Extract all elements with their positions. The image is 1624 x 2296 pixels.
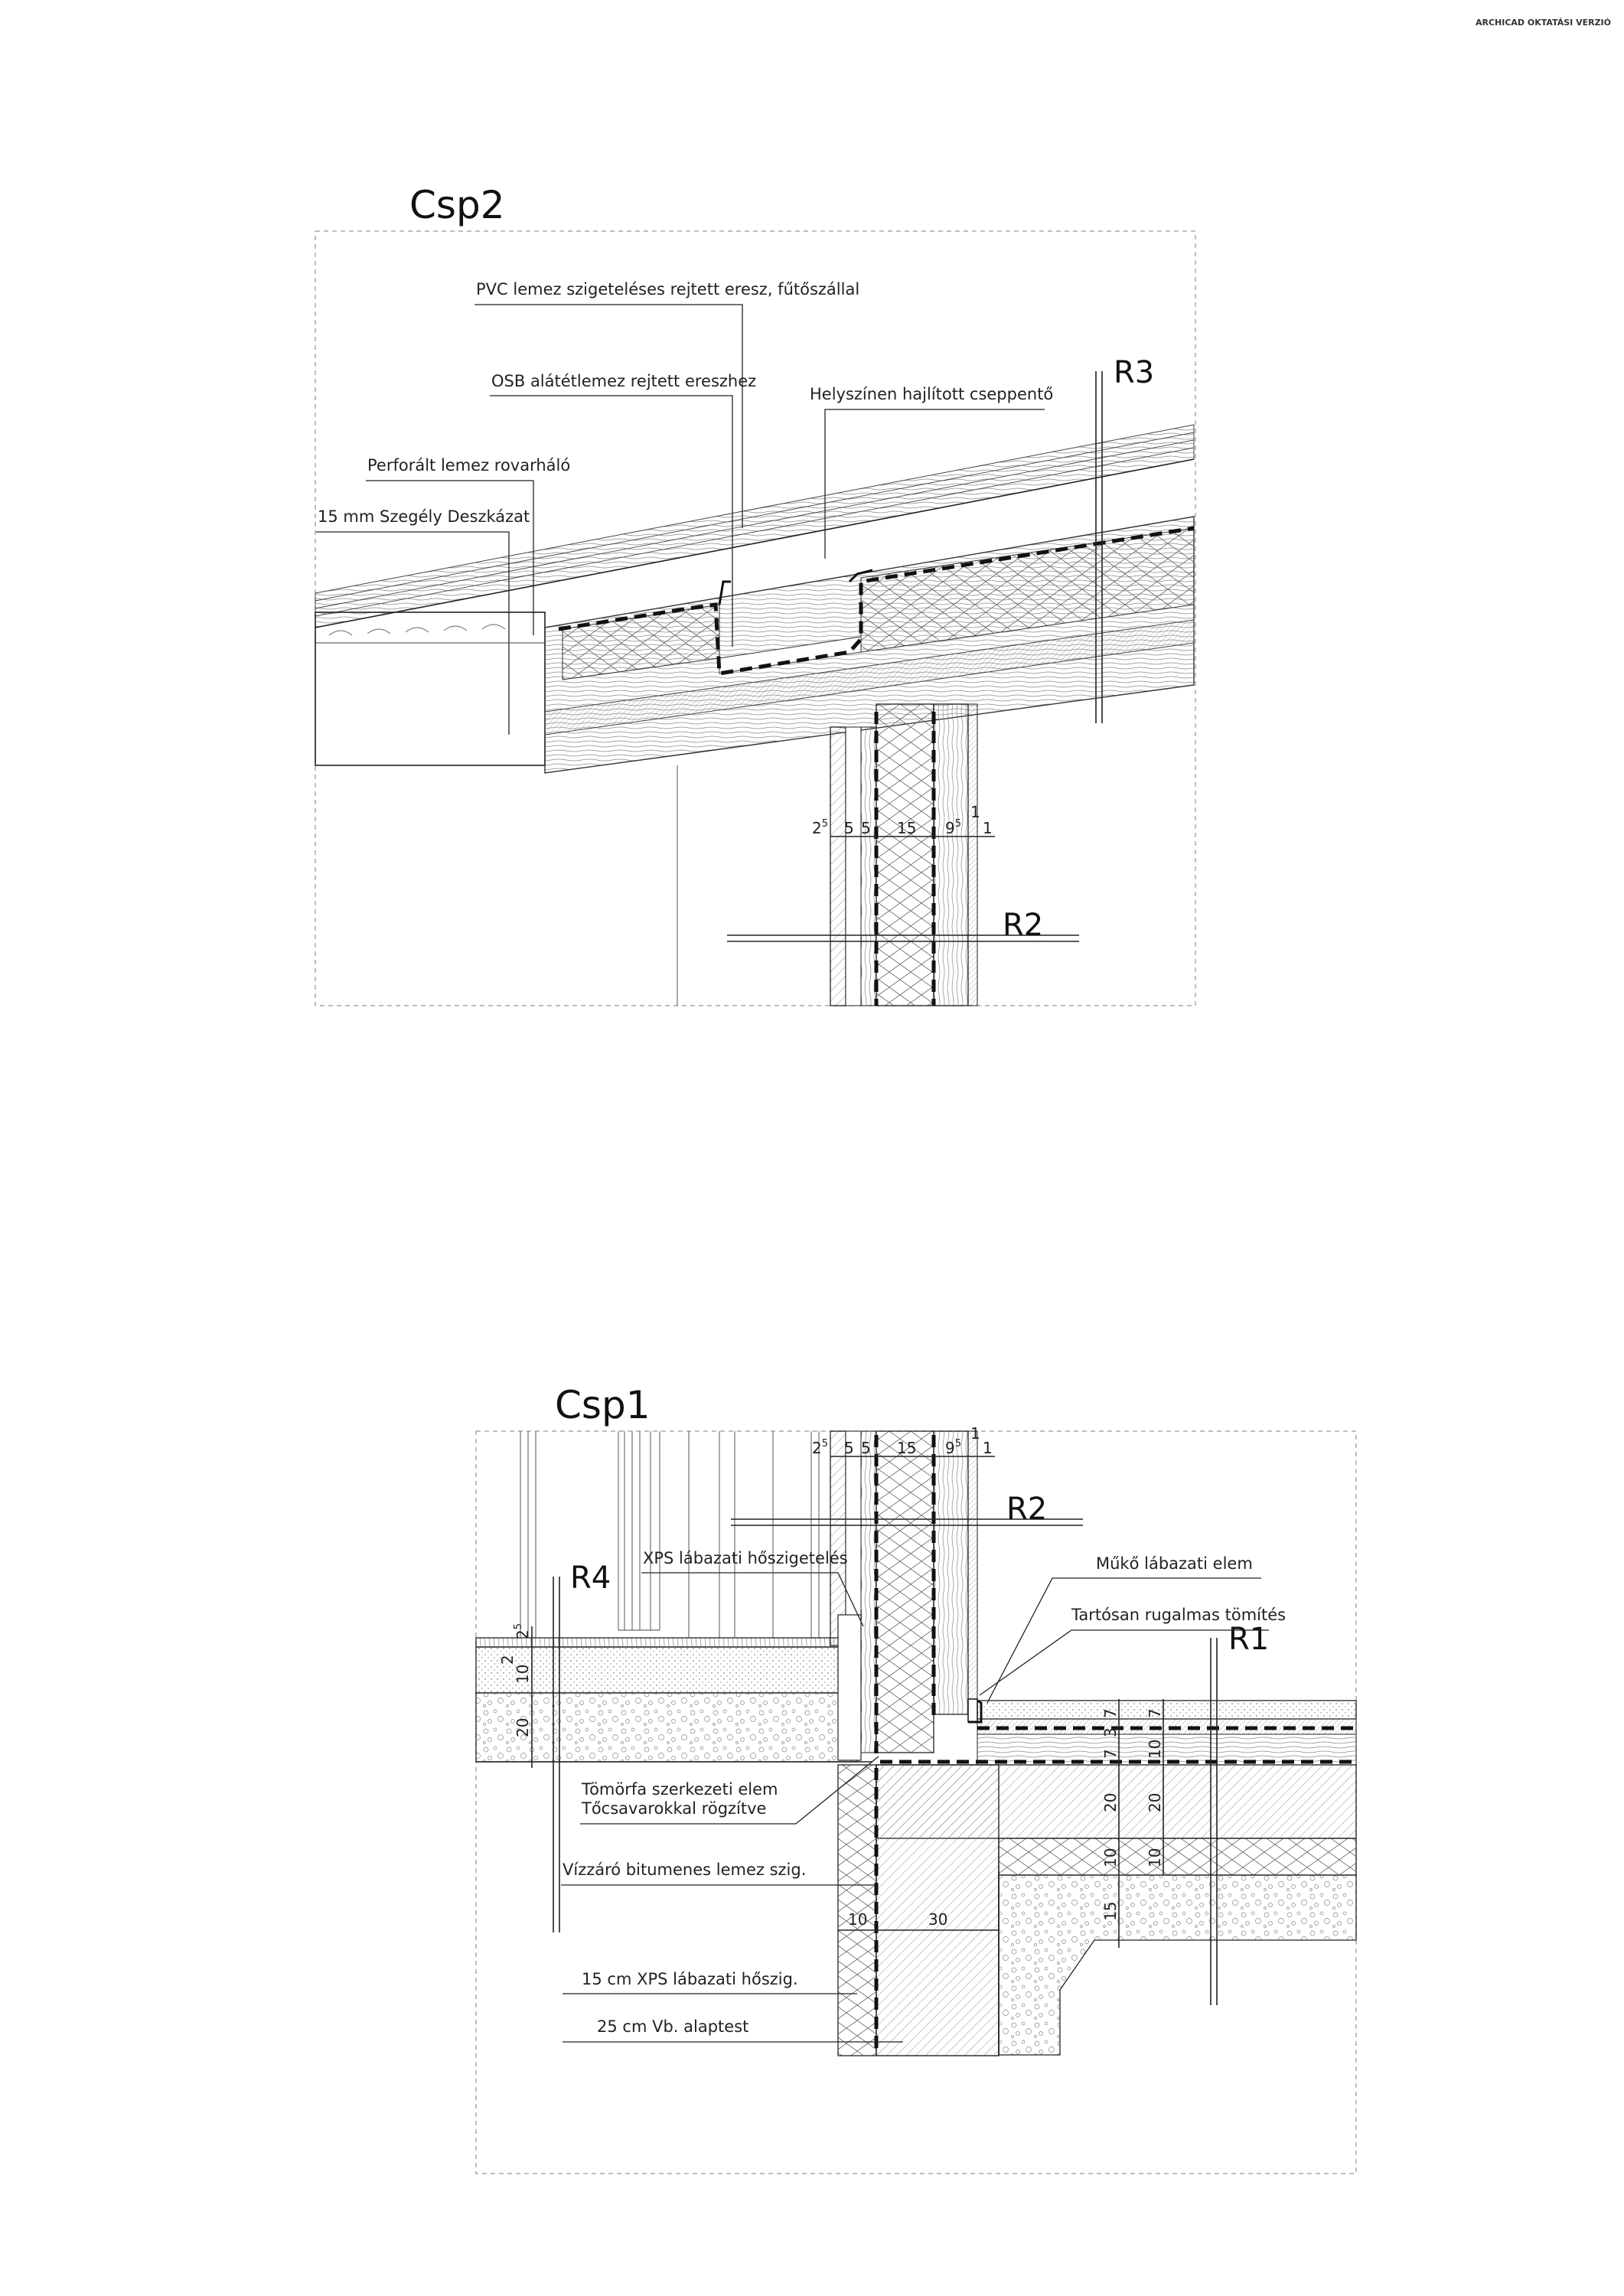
plinth-element (967, 1698, 983, 1724)
svg-text:R1: R1 (1228, 1622, 1269, 1657)
roof-structure (544, 516, 1195, 774)
annotations-top: PVC lemez szigeteléses rejtett eresz, fű… (316, 280, 1053, 735)
svg-text:95: 95 (945, 1438, 961, 1457)
svg-text:10: 10 (1146, 1740, 1164, 1759)
svg-text:5: 5 (861, 1439, 871, 1457)
dim-15: 15 (897, 819, 916, 837)
svg-text:7: 7 (1101, 1708, 1120, 1718)
label-pvc: PVC lemez szigeteléses rejtett eresz, fű… (476, 280, 859, 298)
svg-text:5: 5 (844, 1439, 854, 1457)
svg-text:3: 3 (1101, 1727, 1120, 1737)
svg-text:20: 20 (1146, 1793, 1164, 1812)
dim-1a: 1 (970, 803, 980, 821)
svg-text:R4: R4 (570, 1561, 611, 1596)
svg-text:25: 25 (812, 1438, 828, 1457)
svg-text:R3: R3 (1114, 355, 1154, 390)
svg-text:30: 30 (928, 1910, 947, 1929)
label-sealant: Tartósan rugalmas tömítés (1071, 1606, 1286, 1624)
label-drip: Helyszínen hajlított cseppentő (810, 385, 1053, 403)
label-stone-plinth: Műkő lábazati elem (1096, 1554, 1253, 1573)
label-timber-2: Tőcsavarokkal rögzítve (581, 1799, 766, 1818)
detail-title: Csp2 (409, 183, 505, 227)
label-xps-plinth: XPS lábazati hőszigetelés (643, 1549, 848, 1567)
svg-text:15: 15 (897, 1439, 916, 1457)
svg-text:7: 7 (1101, 1749, 1120, 1759)
watermark: ARCHICAD OKTATÁSI VERZIÓ (1476, 18, 1611, 28)
roof-cladding (315, 424, 1195, 628)
detail-csp1: Csp1 (475, 1383, 1357, 2174)
grid-r2-top: R2 (727, 908, 1079, 943)
annotations-bottom: XPS lábazati hőszigetelés Műkő lábazati … (561, 1549, 1286, 2043)
svg-text:20: 20 (514, 1718, 532, 1737)
wall-dimensions: 25 5 5 15 95 1 1 (812, 1424, 995, 1457)
bottom-dimensions: 10 30 (838, 1910, 999, 1931)
right-dimensions: 7 7 3 7 10 20 20 10 10 15 (1101, 1699, 1164, 1948)
label-footing: 25 cm Vb. alaptest (597, 2017, 748, 2036)
wall-section (830, 1430, 978, 1761)
dim-9-5: 95 (945, 818, 961, 837)
wall-section (830, 703, 978, 1006)
dim-5a: 5 (844, 819, 854, 837)
interior-elevation (520, 1431, 820, 1638)
svg-text:R2: R2 (1003, 908, 1043, 943)
label-osb: OSB alátétlemez rejtett ereszhez (491, 372, 756, 390)
grid-r2-bottom: R2 (731, 1492, 1083, 1527)
dim-1b: 1 (983, 819, 993, 837)
dim-5b: 5 (861, 819, 871, 837)
wall-dimensions: 25 5 5 15 95 1 1 (812, 803, 995, 837)
svg-text:20: 20 (1101, 1793, 1120, 1812)
svg-text:R2: R2 (1006, 1492, 1047, 1527)
label-xps-15: 15 cm XPS lábazati hőszig. (582, 1970, 798, 1988)
grid-r1: R1 (1210, 1622, 1269, 2005)
detail-title: Csp1 (555, 1383, 651, 1427)
floor-left (475, 1637, 872, 1763)
svg-text:10: 10 (514, 1665, 532, 1684)
svg-text:15: 15 (1101, 1902, 1120, 1921)
grid-r4: R4 (553, 1561, 611, 1932)
svg-text:7: 7 (1146, 1708, 1164, 1718)
label-bitumen: Vízzáró bitumenes lemez szig. (563, 1861, 806, 1879)
left-dimensions: 25 2 10 20 (498, 1623, 533, 1768)
svg-text:25: 25 (513, 1623, 532, 1639)
grid-r3: R3 (1095, 355, 1154, 723)
label-timber-1: Tömörfa szerkezeti elem (581, 1780, 778, 1799)
label-edge-board: 15 mm Szegély Deszkázat (318, 507, 530, 526)
foundation (837, 1764, 1000, 2056)
detail-csp2: Csp2 (315, 183, 1196, 1006)
svg-text:1: 1 (983, 1439, 993, 1457)
svg-text:10: 10 (1146, 1848, 1164, 1867)
eave-box (315, 612, 678, 1006)
dim-2-5: 25 (812, 818, 828, 837)
svg-text:1: 1 (970, 1424, 980, 1443)
svg-text:2: 2 (498, 1655, 517, 1665)
svg-text:10: 10 (1101, 1848, 1120, 1867)
svg-text:10: 10 (848, 1910, 867, 1929)
label-perforated: Perforált lemez rovarháló (367, 456, 570, 475)
